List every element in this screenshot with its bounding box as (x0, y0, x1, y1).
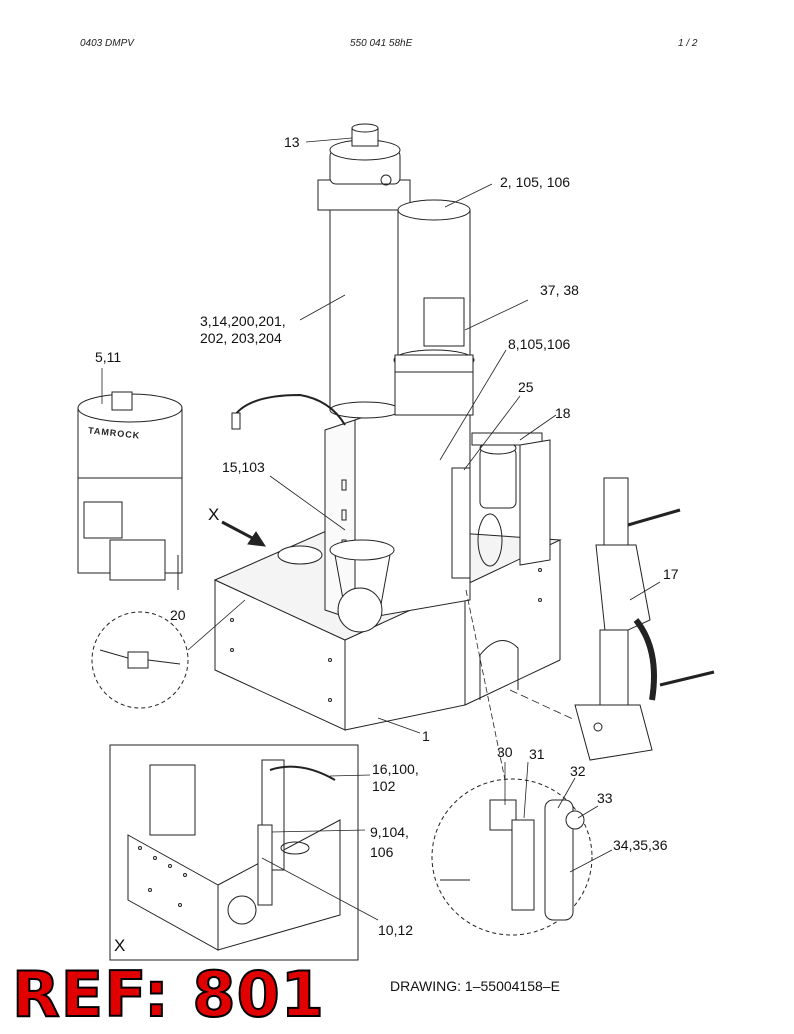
callout-33: 33 (597, 790, 613, 806)
callout-102: 102 (372, 778, 396, 794)
callout-13: 13 (284, 134, 300, 150)
callout-30: 30 (497, 744, 513, 760)
header-center: 550 041 58hE (350, 38, 413, 49)
drawing-number: DRAWING: 1–55004158–E (390, 978, 560, 994)
pump-assembly (277, 539, 395, 633)
callout-34-35-36: 34,35,36 (613, 837, 668, 853)
valve-and-filter (451, 432, 551, 579)
view-label-x-arrow: X (208, 505, 220, 524)
callout-31: 31 (529, 746, 545, 762)
callout-20: 20 (170, 607, 186, 623)
callout-17: 17 (663, 566, 679, 582)
detail-circle-30 (431, 778, 593, 936)
callout-9-104: 9,104, (370, 824, 409, 840)
ref-stamp: REF: 801 (11, 958, 325, 1031)
callout-16-100: 16,100, (372, 761, 419, 777)
leader-lines (101, 137, 661, 921)
callout-37-38: 37, 38 (540, 282, 579, 298)
valve-assembly-17 (574, 477, 715, 761)
lubricator-unit (77, 391, 183, 590)
callout-32: 32 (570, 763, 586, 779)
header-left: 0403 DMPV (80, 38, 134, 49)
callout-1: 1 (422, 728, 430, 744)
header-right: 1 / 2 (678, 38, 698, 49)
electric-motor (393, 199, 475, 416)
filter-cylinder (317, 123, 411, 419)
callout-5-11: 5,11 (95, 349, 122, 365)
view-label-x-detail: X (114, 936, 126, 955)
callout-10-12: 10,12 (378, 922, 414, 938)
callout-106: 106 (370, 844, 394, 860)
mounting-plate (324, 379, 471, 621)
callout-2-105-106: 2, 105, 106 (500, 174, 571, 190)
callout-3-14-200-201: 3,14,200,201, (200, 313, 286, 329)
callout-8-105-106: 8,105,106 (508, 336, 571, 352)
view-arrow-x (221, 520, 266, 547)
callout-18: 18 (555, 405, 571, 421)
callout-25: 25 (518, 379, 534, 395)
callout-15-103: 15,103 (222, 459, 265, 475)
callout-202-203-204: 202, 203,204 (200, 330, 282, 346)
clamp-band (234, 393, 346, 426)
detail-circle-20 (91, 599, 246, 709)
detail-view-x (109, 744, 359, 961)
